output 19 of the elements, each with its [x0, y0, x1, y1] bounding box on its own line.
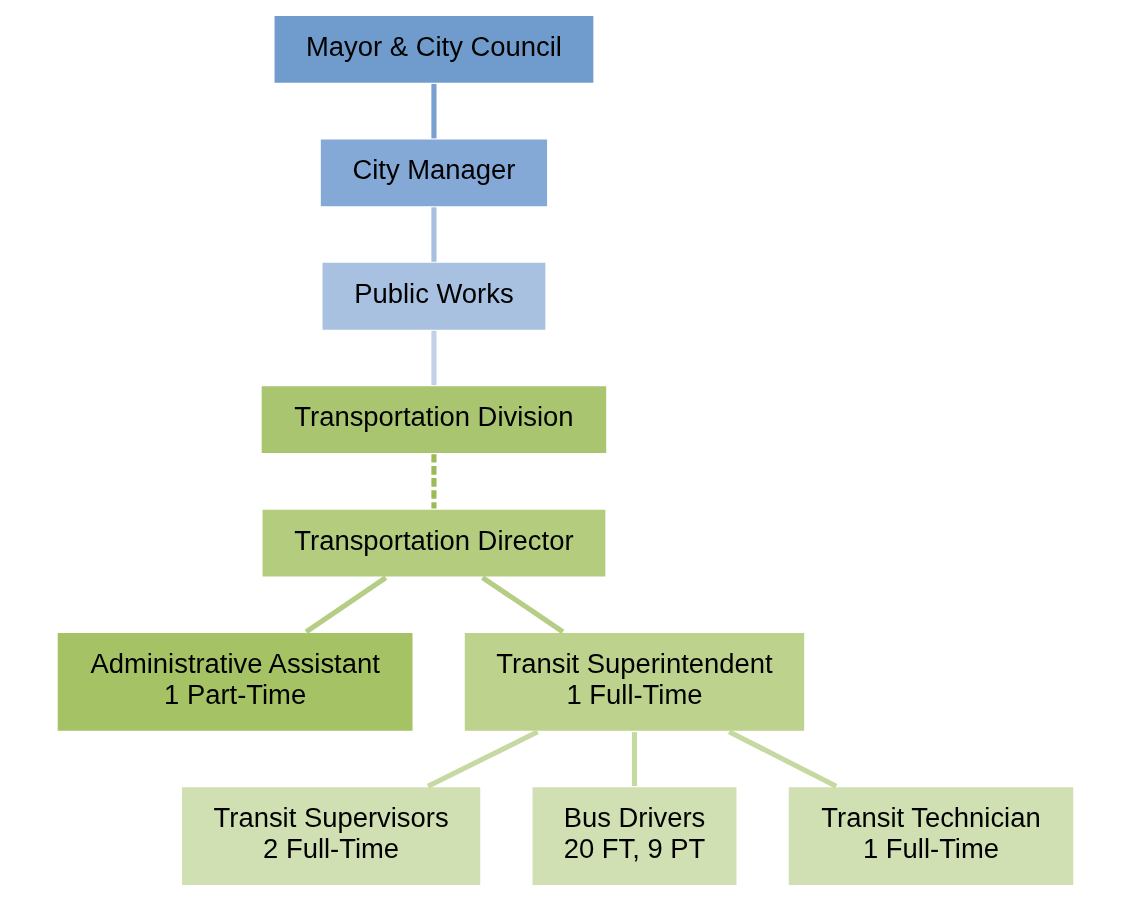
connector	[430, 207, 436, 262]
node-box: Public Works	[320, 261, 547, 332]
connector	[430, 83, 436, 139]
node-box: Transit Supervisors 2 Full-Time	[179, 785, 482, 887]
node-box: Transportation Director	[260, 507, 607, 579]
node-box: City Manager	[318, 137, 549, 208]
node-box: Mayor & City Council	[272, 14, 595, 85]
connector	[304, 575, 387, 634]
node-box: Transit Technician 1 Full-Time	[786, 785, 1075, 887]
connector	[430, 454, 436, 509]
connector	[430, 330, 436, 386]
node-box: Bus Drivers 20 FT, 9 PT	[530, 785, 738, 887]
node-box: Transit Superintendent 1 Full-Time	[462, 631, 806, 733]
connector	[631, 732, 637, 786]
connector	[727, 729, 837, 789]
connector	[480, 575, 564, 634]
node-box: Administrative Assistant 1 Part-Time	[55, 631, 414, 733]
connector	[426, 729, 539, 789]
node-box: Transportation Division	[259, 384, 608, 455]
